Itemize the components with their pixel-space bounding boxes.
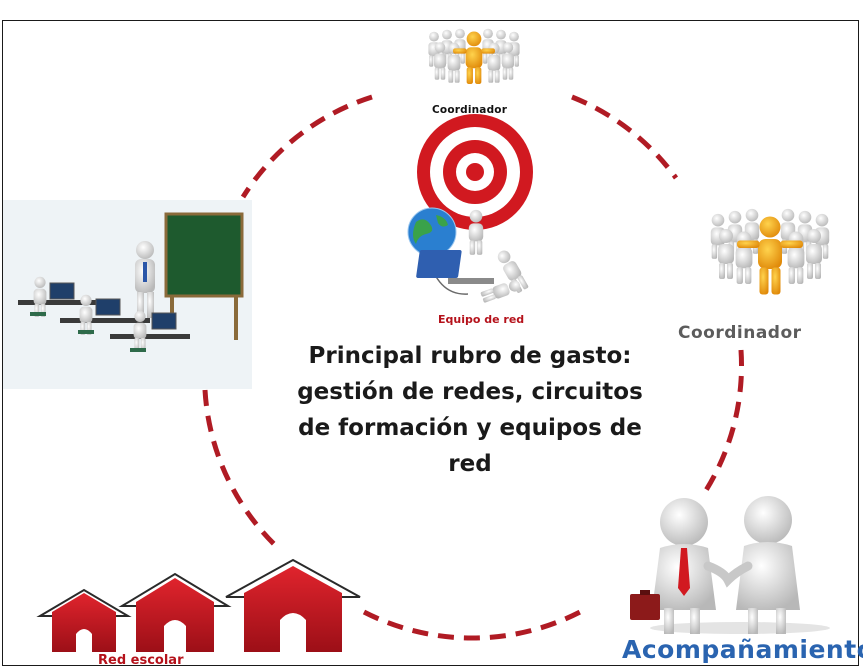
caption-line-4: red	[448, 451, 492, 477]
caption-line-1: Principal rubro de gasto:	[308, 343, 632, 369]
coordinador-top-label: Coordinador	[432, 104, 508, 116]
team-top-icon	[428, 28, 520, 85]
target-icon	[417, 114, 533, 230]
caption-line-2: gestión de redes, circuitos	[297, 379, 643, 405]
team-right-icon	[710, 208, 830, 295]
coordinador-right-label: Coordinador	[678, 323, 802, 343]
network-team-icon	[407, 207, 530, 304]
handshake-icon	[630, 496, 830, 634]
red-escolar-label: Red escolar	[98, 653, 184, 668]
slide-frame	[2, 20, 859, 666]
dashed-cycle-circle	[202, 94, 744, 641]
central-caption: Principal rubro de gasto: gestión de red…	[272, 338, 668, 482]
acompanamiento-label: Acompañamiento	[622, 635, 863, 664]
equipo-de-red-label: Equipo de red	[438, 313, 525, 326]
caption-line-3: de formación y equipos de	[298, 415, 642, 441]
classroom-icon	[3, 200, 252, 389]
school-houses-icon	[36, 558, 361, 652]
